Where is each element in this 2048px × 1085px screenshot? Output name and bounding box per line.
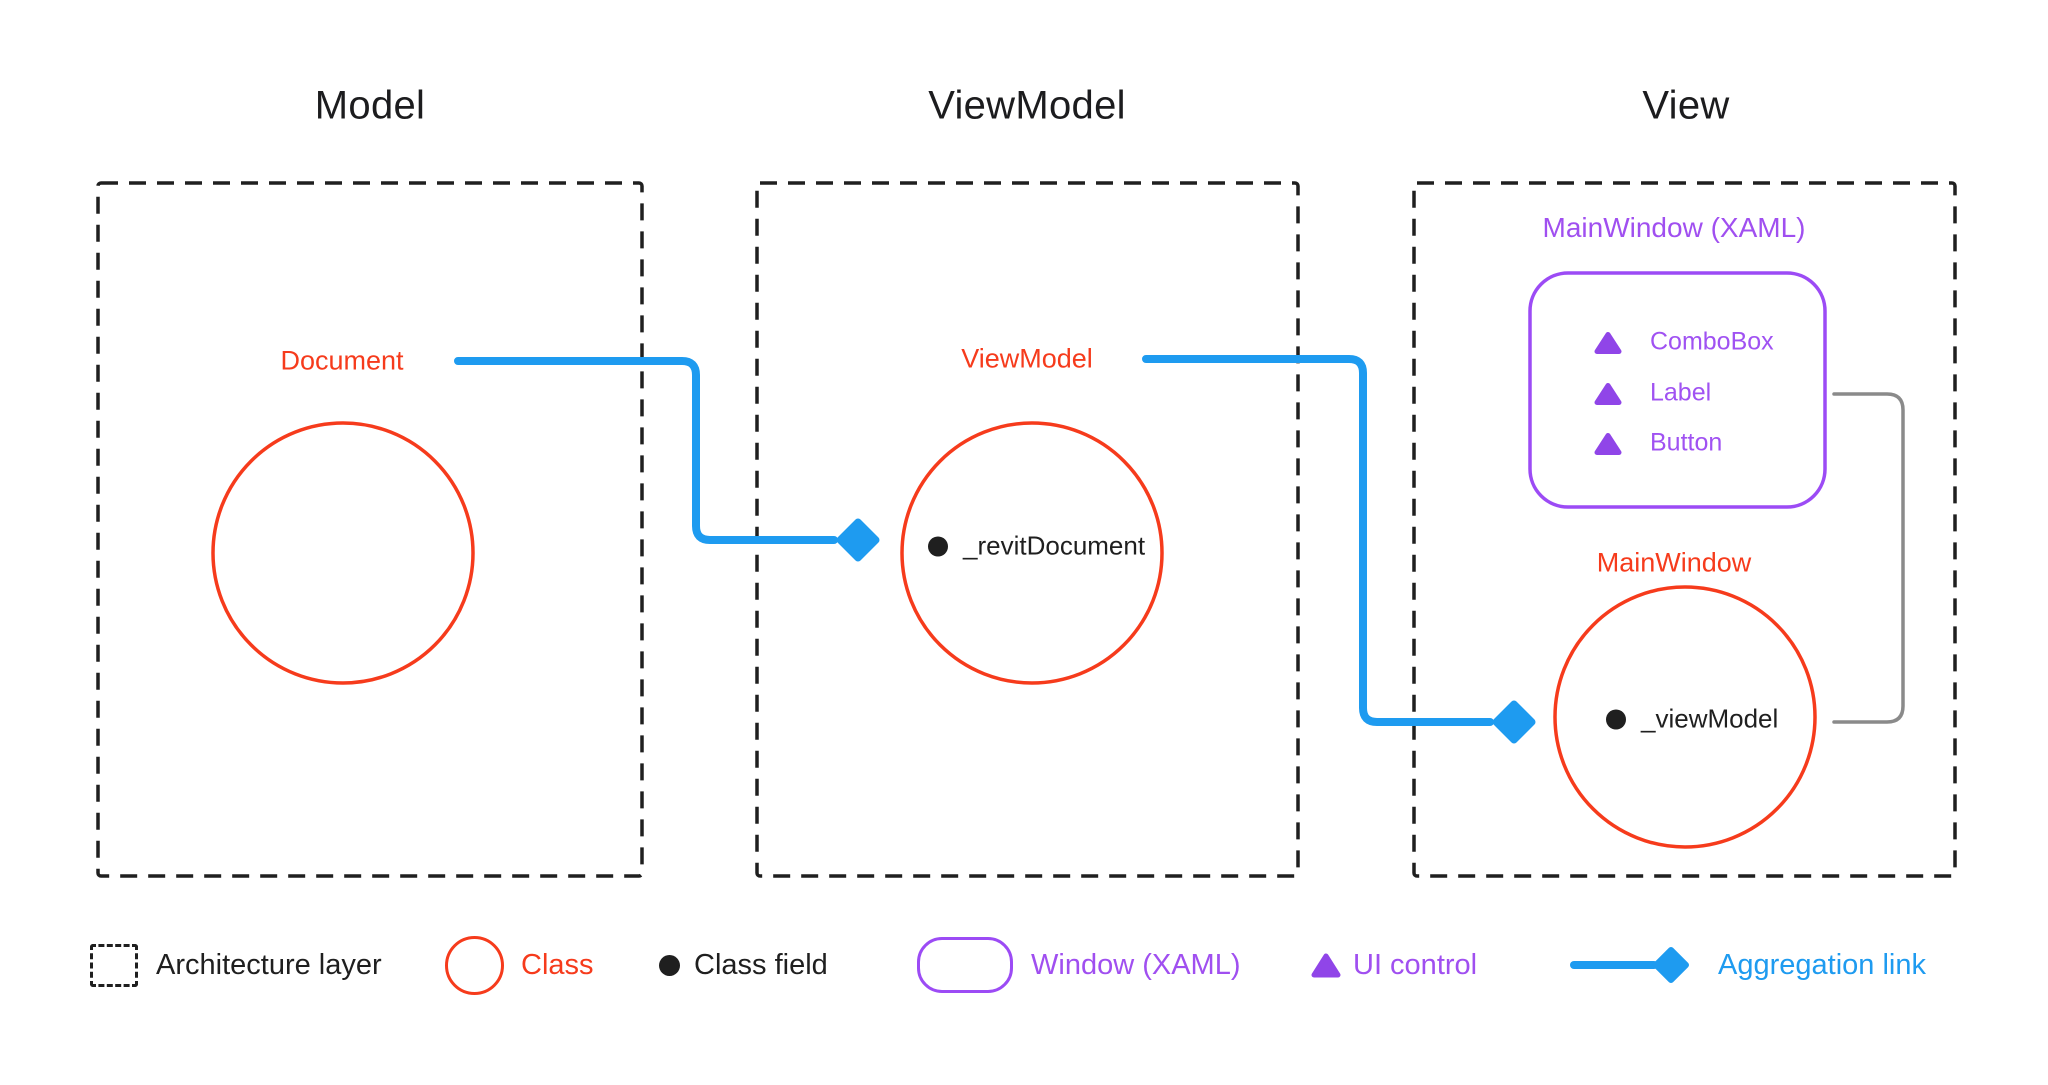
viewmodel-class-circle <box>900 421 1164 685</box>
revitdocument-field-label: _revitDocument <box>963 530 1146 561</box>
legend-item-window-xaml: Window (XAML) <box>917 930 1241 1000</box>
legend-item-ui-control: UI control <box>1311 930 1477 1000</box>
legend-label: Class field <box>694 948 828 981</box>
xaml-control-label: ComboBox <box>1650 327 1774 356</box>
viewmodel-field-label: _viewModel <box>1641 703 1779 734</box>
xaml-control-row: Button <box>1594 429 1722 458</box>
ui-control-triangle-icon <box>1594 432 1622 455</box>
revitdocument-field-row: _revitDocument <box>928 531 1145 562</box>
class-icon <box>445 935 504 995</box>
class-field-dot-icon <box>1606 709 1626 729</box>
model-layer-box <box>96 181 644 878</box>
viewmodel-aggregation-link <box>1142 355 1494 726</box>
xaml-control-label: Button <box>1650 428 1723 457</box>
legend-label: Aggregation link <box>1718 948 1926 981</box>
ui-control-triangle-icon <box>1594 331 1622 354</box>
viewmodel-field-row: _viewModel <box>1606 704 1778 735</box>
xaml-control-row: ComboBox <box>1594 328 1774 357</box>
document-aggregation-diamond-icon <box>836 518 880 562</box>
legend-item-class: Class <box>445 930 594 1000</box>
xaml-to-class-connector <box>1832 392 1905 724</box>
mainwindow-xaml-title: MainWindow (XAML) <box>1542 212 1806 243</box>
mainwindow-class-label: MainWindow <box>1596 547 1752 578</box>
view-layer-box <box>1412 181 1957 878</box>
aggregation-link-icon <box>1570 947 1689 983</box>
window-xaml-icon <box>917 937 1013 993</box>
ui-control-icon <box>1311 953 1341 978</box>
document-aggregation-link <box>454 357 838 544</box>
legend-item-architecture-layer: Architecture layer <box>90 930 382 1000</box>
view-column-title: View <box>1642 83 1730 128</box>
viewmodel-class-label: ViewModel <box>961 343 1093 374</box>
legend-label: Window (XAML) <box>1031 948 1241 981</box>
class-field-dot-icon <box>928 536 948 556</box>
document-class-circle <box>211 421 475 685</box>
ui-control-triangle-icon <box>1594 382 1622 405</box>
document-class-label: Document <box>280 345 404 376</box>
viewmodel-layer-box <box>755 181 1300 878</box>
legend-item-class-field: Class field <box>659 930 828 1000</box>
legend-label: Architecture layer <box>156 948 382 981</box>
legend-label: Class <box>521 948 594 981</box>
mainwindow-class-circle <box>1553 585 1817 849</box>
legend-label: UI control <box>1353 948 1478 981</box>
class-field-icon <box>659 954 680 976</box>
xaml-control-label: Label <box>1650 378 1712 407</box>
architecture-layer-icon <box>90 943 138 987</box>
legend-item-aggregation-link: Aggregation link <box>1570 930 1926 1000</box>
xaml-control-row: Label <box>1594 379 1711 408</box>
viewmodel-aggregation-diamond-icon <box>1492 700 1536 744</box>
model-column-title: Model <box>314 83 426 128</box>
viewmodel-column-title: ViewModel <box>928 83 1126 128</box>
